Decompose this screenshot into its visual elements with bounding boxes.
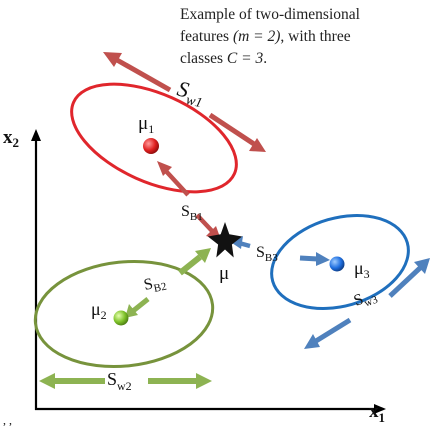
class-1-group: Sw1 μ1 SB1: [70, 52, 266, 240]
sw3-arrow-down-head: [304, 334, 320, 349]
mu3-label: μ3: [354, 258, 370, 281]
global-mean-star: [207, 222, 243, 258]
sb2-arrow-up-head: [195, 248, 211, 263]
caption-line-1: Example of two-dimensional: [180, 6, 360, 23]
sb2-label: SB2: [142, 273, 167, 297]
sw3-arrow-down-shaft: [314, 317, 352, 344]
sw1-arrow-lower-head: [249, 138, 266, 152]
class-3-group: μ3 SB3 Sw3: [229, 214, 430, 349]
sw3-label: Sw3: [352, 286, 380, 313]
sb2-arrow-down-head: [125, 304, 138, 318]
global-mean-label: μ: [219, 263, 229, 284]
global-mean-group: μ: [207, 222, 243, 284]
y-axis-arrowhead: [31, 129, 41, 141]
mu1-point: [143, 138, 159, 154]
class-3-ellipse: [270, 214, 410, 310]
sb3-arrow-in-head: [229, 236, 243, 249]
mu3-point: [329, 256, 345, 272]
sb1-arrow-a-shaft: [163, 168, 190, 197]
sb1-arrow-a-head: [157, 161, 172, 176]
sw2-label: Sw2: [107, 369, 132, 393]
sb3-arrow-out-shaft: [299, 255, 319, 262]
sb3-arrow-out-head: [316, 252, 330, 266]
sb3-label: SB3: [256, 244, 278, 264]
y-axis-label: x2: [3, 127, 19, 150]
class-2-group: μ2 SB2 Sw2: [33, 248, 215, 393]
sw2-arrow-head-right: [196, 373, 212, 389]
class-1-ellipse: [70, 82, 238, 194]
sb2-arrow-up-shaft: [178, 254, 202, 276]
mu2-point: [113, 310, 129, 326]
sw1-label: Sw1: [174, 76, 208, 112]
axes: x2 x1: [3, 127, 386, 425]
sw3-arrow-up-head: [414, 258, 430, 274]
sb1-label: SB1: [181, 203, 203, 223]
stray-mark: , ,: [3, 413, 12, 427]
sw1-arrow-upper-head: [103, 52, 122, 67]
caption-line-3: classes C = 3.: [180, 50, 268, 67]
diagram-caption: Example of two-dimensional features (m =…: [180, 4, 435, 70]
caption-line-2: features (m = 2), with three: [180, 28, 351, 45]
sw1-arrow-upper-shaft: [115, 57, 172, 93]
sw3-arrow-up-shaft: [388, 266, 422, 298]
x-axis-arrowhead: [374, 404, 386, 414]
mu1-label: μ1: [138, 113, 154, 136]
sw2-arrow-head-left: [39, 373, 55, 389]
sb2-arrow-down-shaft: [131, 297, 150, 313]
mu2-label: μ2: [91, 299, 107, 322]
class-2-ellipse: [33, 259, 215, 369]
sb1-arrow-b-shaft: [195, 213, 215, 234]
sw1-arrow-lower-shaft: [208, 112, 256, 147]
x-axis-label: x1: [369, 401, 385, 425]
